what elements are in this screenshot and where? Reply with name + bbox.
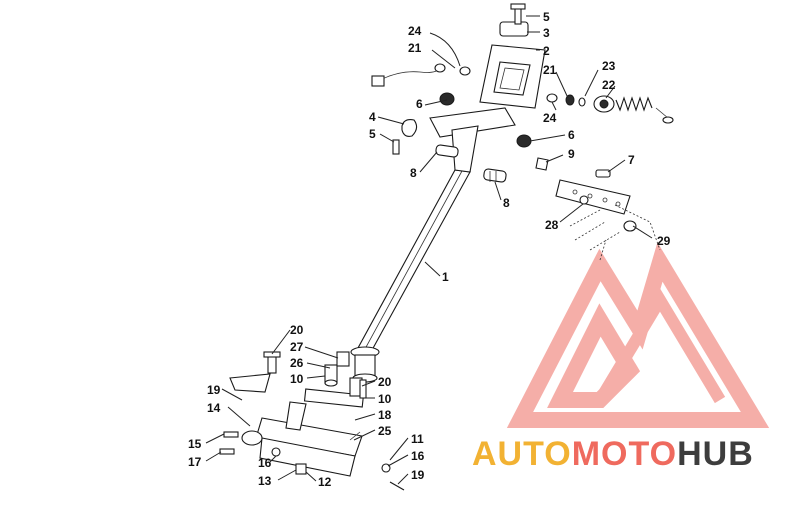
callout-8: 8 [410,166,417,180]
callout-14: 14 [207,401,221,415]
callout-29: 29 [657,234,671,248]
callout-23: 23 [602,59,616,73]
callout-22: 22 [602,78,616,92]
callout-15: 15 [188,437,202,451]
callout-2: 2 [543,44,550,58]
callout-21: 21 [408,41,422,55]
lower-support [219,351,405,491]
spring-assembly [565,94,674,124]
callout-20: 20 [290,323,304,337]
callout-3: 3 [543,26,550,40]
watermark-logo [506,242,770,428]
svg-text:AUTOMOTOHUB: AUTOMOTOHUB [472,435,754,473]
watermark-moto: MOTO [572,435,677,473]
callout-26: 26 [290,356,304,370]
callout-4: 4 [369,110,376,124]
callout-5: 5 [543,10,550,24]
callout-21: 21 [543,63,557,77]
callout-11: 11 [411,432,424,446]
handlebar-block [479,3,546,109]
callout-16: 16 [411,449,425,463]
callout-8: 8 [503,196,510,210]
tie-rod-arm [535,157,661,261]
callout-24: 24 [408,24,422,38]
callout-6: 6 [568,128,575,142]
clamp-bolt [392,119,418,155]
callout-16: 16 [258,456,272,470]
cable-sensor [371,63,558,103]
watermark-hub: HUB [677,435,754,473]
callout-13: 13 [258,474,272,488]
steering-post [350,92,532,383]
callout-labels: 5 3 24 2 21 23 21 22 24 4 6 5 6 9 7 8 8 … [188,10,671,489]
leader-lines [205,15,653,485]
callout-7: 7 [628,153,635,167]
bushings [435,144,507,183]
watermark-auto: AUTO [472,435,572,473]
callout-6: 6 [416,97,423,111]
callout-5: 5 [369,127,376,141]
callout-19: 19 [207,383,221,397]
callout-25: 25 [378,424,392,438]
callout-19: 19 [411,468,425,482]
watermark-text: AUTOMOTOHUB [472,435,754,473]
callout-20: 20 [378,375,392,389]
callout-12: 12 [318,475,332,489]
callout-18: 18 [378,408,392,422]
callout-28: 28 [545,218,559,232]
callout-10: 10 [378,392,392,406]
callout-9: 9 [568,147,575,161]
callout-10: 10 [290,372,304,386]
callout-24: 24 [543,111,557,125]
callout-27: 27 [290,340,304,354]
callout-1: 1 [442,270,449,284]
callout-17: 17 [188,455,202,469]
